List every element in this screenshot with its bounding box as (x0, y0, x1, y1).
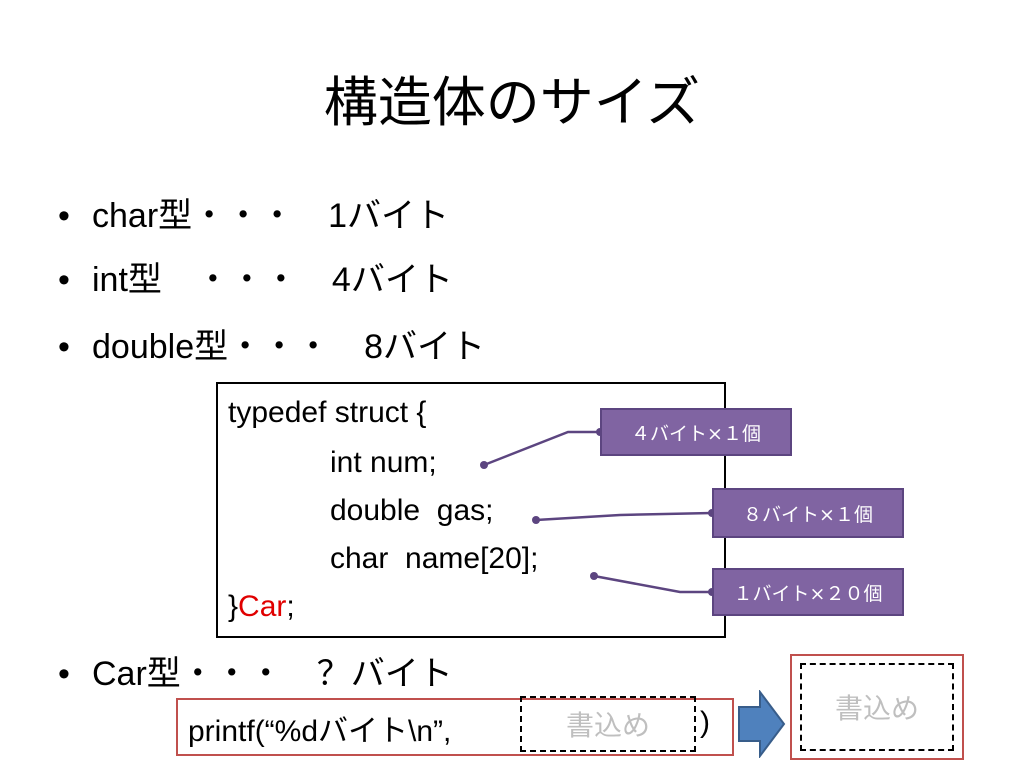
bullet-car-text: Car型・・・ ？バイト (92, 655, 453, 693)
code-line-char: char name[20]; (330, 542, 539, 575)
bullet-dot: • (58, 261, 70, 299)
result-answer-field[interactable]: 書込め (800, 663, 954, 751)
bullet-double-text: double型・・・ 8バイト (92, 328, 486, 366)
code-line-typedef: typedef struct { (228, 396, 427, 429)
code-line-int: int num; (330, 446, 437, 479)
char-size-tag: １バイト×２０個 (712, 568, 904, 616)
printf-box (176, 698, 734, 756)
bullet-dot: • (58, 197, 70, 235)
bullet-char-text: char型・・・ 1バイト (92, 197, 450, 235)
code-line-double: double gas; (330, 494, 494, 527)
bullet-dot: • (58, 655, 70, 693)
struct-name: Car (238, 590, 287, 623)
bullet-double: • double型・・・ 8バイト (58, 327, 485, 367)
bullet-int-text: int型 ・・・ 4バイト (92, 261, 453, 299)
printf-prefix: printf(“%dバイト\n”, (188, 715, 452, 748)
result-box (790, 654, 964, 760)
double-size-tag: ８バイト×１個 (712, 488, 904, 538)
slide-title: 構造体のサイズ (323, 71, 701, 134)
bullet-char: • char型・・・ 1バイト (58, 196, 449, 236)
bullet-car: • Car型・・・ ？バイト (58, 654, 453, 694)
bullet-dot: • (58, 328, 70, 366)
printf-answer-field[interactable]: 書込め (520, 696, 696, 752)
code-line-close: }Car; (228, 590, 295, 623)
int-size-tag: ４バイト×１個 (600, 408, 792, 456)
bullet-int: • int型 ・・・ 4バイト (58, 260, 453, 300)
printf-suffix: ) (700, 706, 710, 739)
right-arrow-icon (738, 690, 786, 758)
